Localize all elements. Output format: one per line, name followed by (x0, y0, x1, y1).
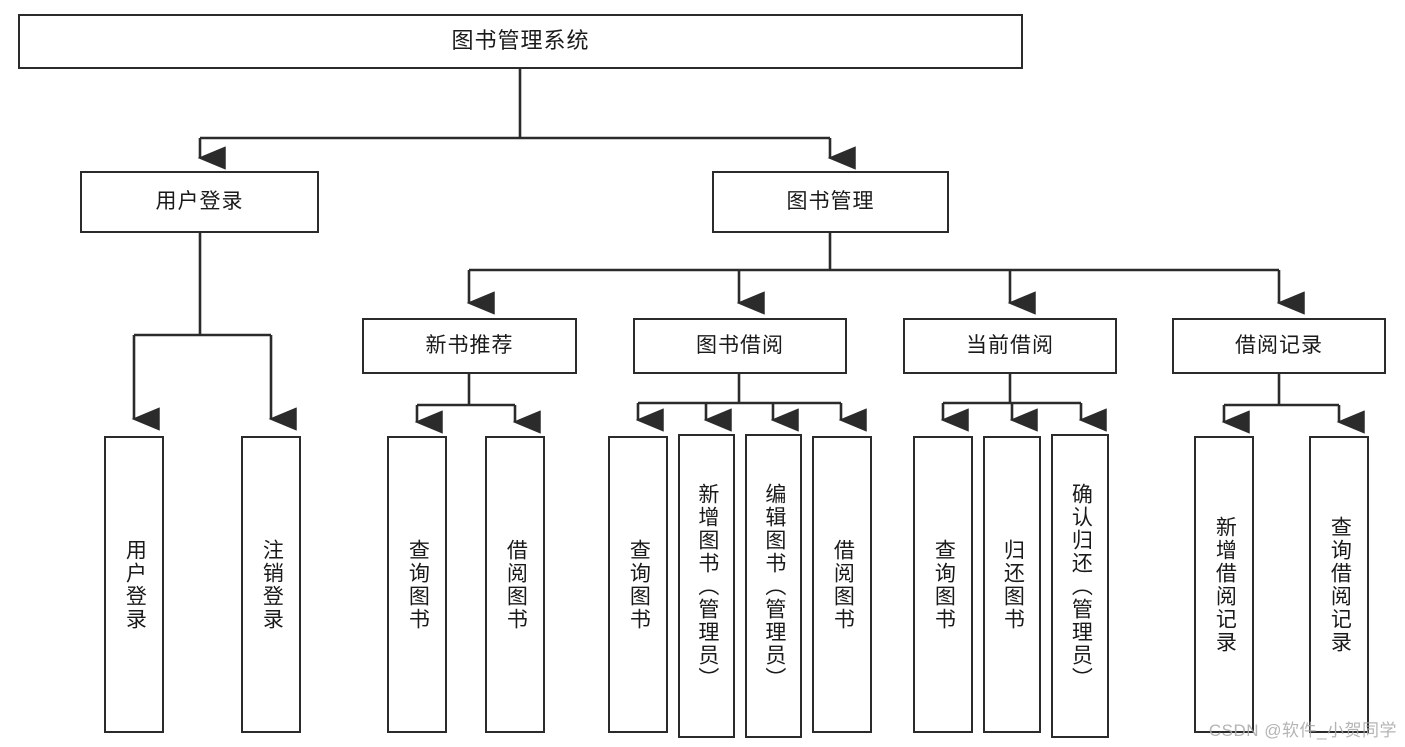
node-user-login[interactable]: 用户登录 (80, 171, 319, 233)
leaf-borrow-add-book-admin[interactable]: 新增图书（管理员） (678, 434, 735, 738)
leaf-borrow-borrow-book[interactable]: 借阅图书 (812, 436, 872, 733)
leaf-records-add-record[interactable]: 新增借阅记录 (1194, 436, 1254, 733)
edge-root-trunk (200, 69, 830, 140)
node-borrow-records[interactable]: 借阅记录 (1172, 318, 1386, 374)
edge-user-login-trunk (134, 233, 271, 337)
leaf-new-books-borrow-book[interactable]: 借阅图书 (485, 436, 545, 733)
leaf-current-confirm-return-admin[interactable]: 确认归还（管理员） (1051, 434, 1109, 738)
edge-new-books-trunk (417, 374, 515, 407)
leaf-label: 确认归还（管理员） (1069, 482, 1093, 690)
leaf-label: 查询图书 (932, 538, 956, 631)
edge-book-mgmt-trunk (469, 233, 1279, 272)
leaf-label: 借阅图书 (831, 538, 855, 631)
node-root-system[interactable]: 图书管理系统 (18, 14, 1023, 69)
leaf-borrow-query-book[interactable]: 查询图书 (608, 436, 668, 733)
leaf-label: 注销登录 (260, 538, 284, 631)
leaf-label: 归还图书 (1001, 538, 1025, 631)
leaf-label: 查询借阅记录 (1328, 515, 1352, 654)
leaf-label: 查询图书 (627, 538, 651, 631)
node-current-borrow[interactable]: 当前借阅 (903, 318, 1117, 374)
leaf-records-query-record[interactable]: 查询借阅记录 (1309, 436, 1369, 733)
edge-records-trunk (1224, 374, 1339, 407)
leaf-current-query-book[interactable]: 查询图书 (913, 436, 973, 733)
leaf-label: 借阅图书 (504, 538, 528, 631)
leaf-label: 新增图书（管理员） (695, 482, 719, 690)
edge-current-trunk (943, 374, 1081, 405)
leaf-borrow-edit-book-admin[interactable]: 编辑图书（管理员） (745, 434, 802, 738)
leaf-label: 新增借阅记录 (1213, 515, 1237, 654)
leaf-new-books-query-book[interactable]: 查询图书 (387, 436, 447, 733)
leaf-label: 用户登录 (123, 538, 147, 631)
node-new-book-recommendation[interactable]: 新书推荐 (362, 318, 577, 374)
leaf-label: 查询图书 (406, 538, 430, 631)
leaf-label: 编辑图书（管理员） (762, 482, 786, 690)
csdn-watermark: CSDN @软件_小贺同学 (1208, 721, 1397, 740)
leaf-logout[interactable]: 注销登录 (241, 436, 301, 733)
node-book-borrow[interactable]: 图书借阅 (633, 318, 847, 374)
leaf-current-return-book[interactable]: 归还图书 (983, 436, 1041, 733)
node-book-management[interactable]: 图书管理 (712, 171, 949, 233)
edge-borrow-trunk (638, 374, 841, 405)
leaf-user-login[interactable]: 用户登录 (104, 436, 164, 733)
